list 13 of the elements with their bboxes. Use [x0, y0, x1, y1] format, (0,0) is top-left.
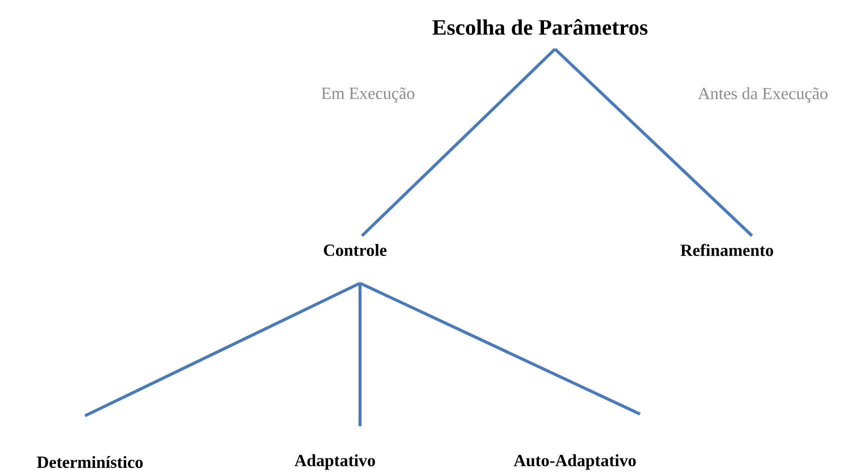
node-label: Adaptativo [294, 454, 375, 470]
node-label: Escolha de Parâmetros [432, 19, 648, 35]
tree-line [359, 282, 641, 416]
node-label: Determinístico [36, 456, 143, 468]
tree-line [84, 282, 361, 418]
tree-line [554, 48, 754, 237]
node-label: Refinamento [680, 244, 774, 256]
node-label: Controle [324, 244, 387, 256]
edge-label: Em Execução [320, 86, 416, 104]
edge-label: Antes da Execução [696, 86, 830, 104]
tree-line [358, 283, 362, 426]
node-label: Auto-Adaptativo [514, 454, 636, 470]
tree-line [360, 48, 556, 237]
